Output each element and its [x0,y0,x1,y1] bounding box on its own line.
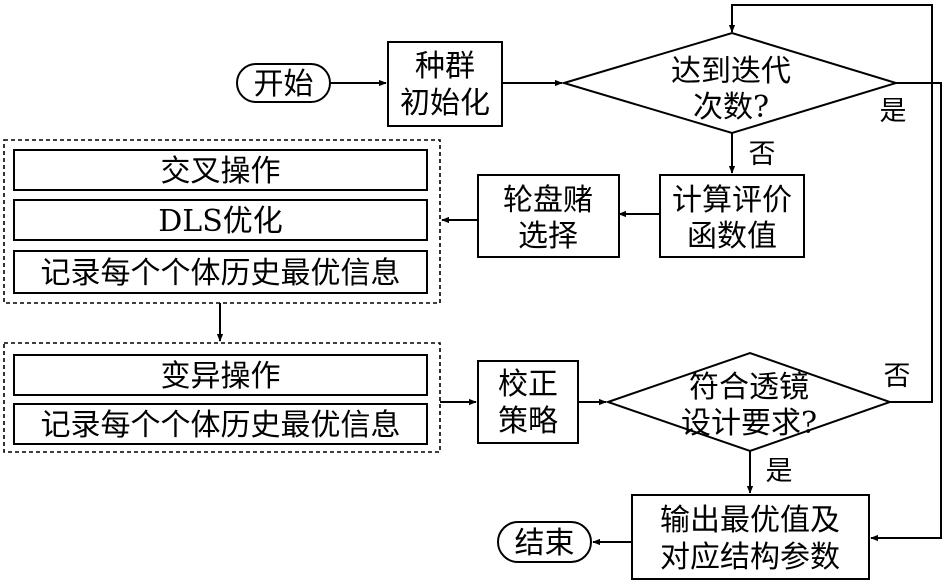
edge-label-lens-no: 否 [884,361,911,392]
output-box: 输出最优值及 对应结构参数 [631,494,870,580]
end-label: 结束 [515,526,575,561]
iter-check-line-2: 次数? [693,90,769,125]
init-line-2: 初始化 [400,86,490,121]
eval-line-1: 计算评价 [672,183,792,218]
edge-label-iter-yes: 是 [880,96,907,127]
roulette-line-1: 轮盘赌 [503,183,593,218]
arrow-lens-no-loop [728,4,933,403]
eval-box: 计算评价 函数值 [659,174,805,258]
init-line-1: 种群 [415,49,475,84]
iter-check-line-1: 达到迭代 [671,54,791,89]
operation-group-1: 交叉操作 DLS优化 记录每个个体历史最优信息 [3,139,441,304]
init-box: 种群 初始化 [387,41,503,127]
correction-line-2: 策略 [498,404,558,439]
record-1-label: 记录每个个体历史最优信息 [41,256,401,291]
start-terminal: 开始 [236,63,331,103]
edge-label-lens-yes: 是 [766,456,793,487]
roulette-line-2: 选择 [518,219,578,254]
lens-check-line-1: 符合透镜 [689,370,809,405]
edge-label-iter-no: 否 [749,139,776,170]
end-terminal: 结束 [497,521,592,563]
start-label: 开始 [254,67,314,102]
dls-label: DLS优化 [158,204,283,239]
arrow-iter-yes-to-output [870,82,942,542]
lens-check-decision: 符合透镜 设计要求? [604,351,894,453]
correction-line-1: 校正 [498,367,558,402]
correction-box: 校正 策略 [477,360,579,444]
mutation-label: 变异操作 [161,359,281,394]
lens-check-line-2: 设计要求? [681,406,817,441]
record-2-label: 记录每个个体历史最优信息 [41,408,401,443]
roulette-box: 轮盘赌 选择 [477,174,620,258]
connectors [216,4,942,546]
output-line-2: 对应结构参数 [660,540,840,575]
operation-group-2: 变异操作 记录每个个体历史最优信息 [3,342,441,453]
iter-check-decision: 达到迭代 次数? [560,31,900,135]
output-line-1: 输出最优值及 [660,503,840,538]
eval-line-2: 函数值 [687,219,777,254]
crossover-label: 交叉操作 [161,154,281,189]
